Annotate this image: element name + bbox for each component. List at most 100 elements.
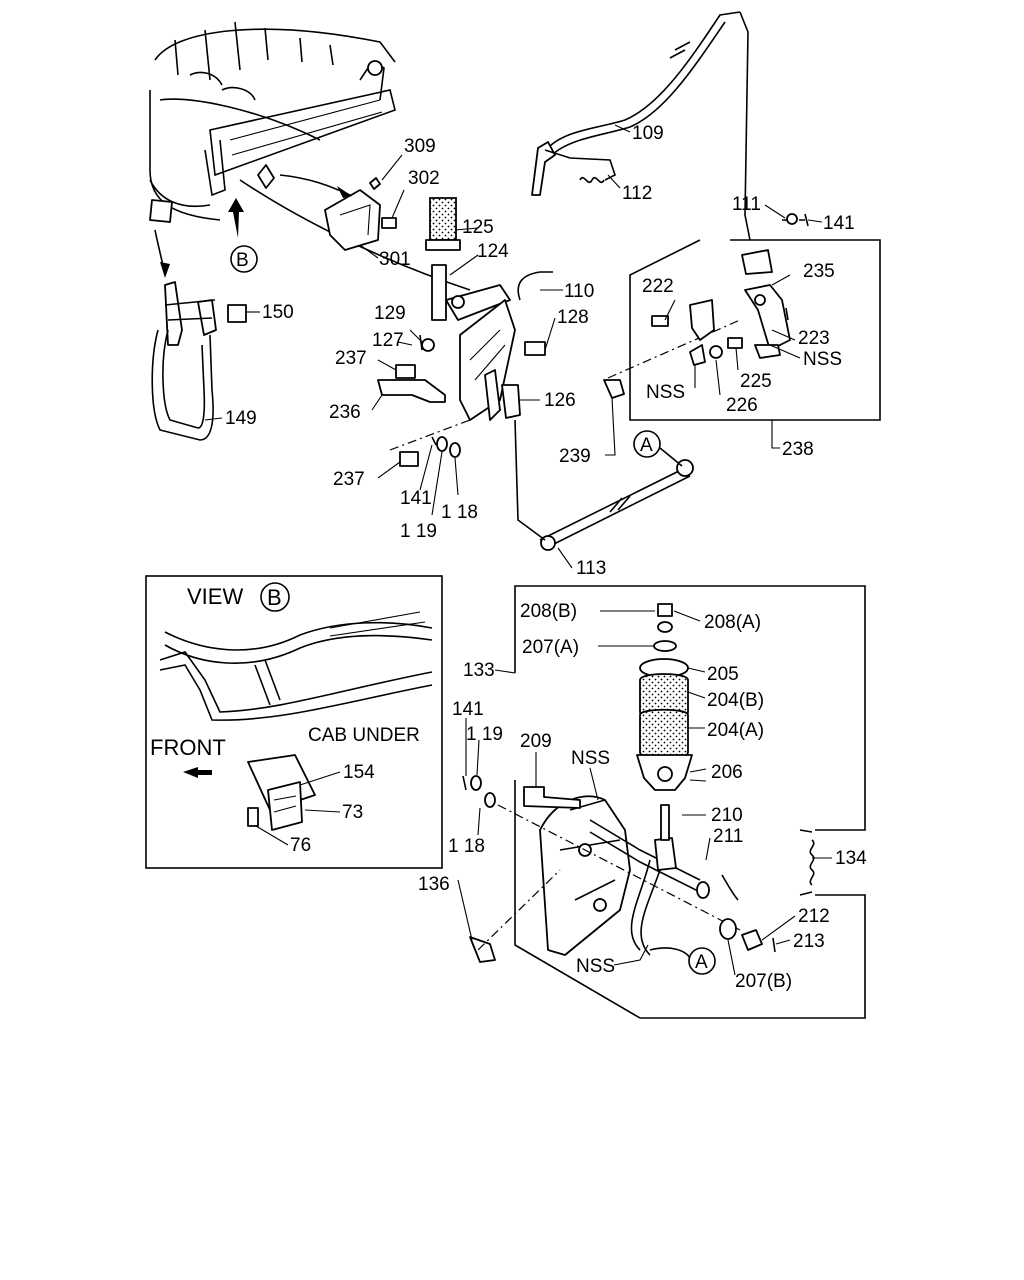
label-210: 210 — [711, 805, 743, 826]
bracket-235 — [741, 249, 791, 359]
label-301: 301 — [379, 249, 411, 270]
label-113: 113 — [576, 558, 606, 579]
label-206: 206 — [711, 762, 743, 783]
washer-207b — [719, 918, 737, 940]
axis-237 — [389, 419, 471, 451]
view-b-title: VIEW — [187, 584, 243, 609]
label-109: 109 — [632, 123, 664, 144]
label-207b: 207(B) — [735, 971, 792, 992]
label-73: 73 — [342, 802, 363, 823]
leader-a-top — [659, 447, 683, 467]
bolt-136 — [469, 936, 496, 963]
bracket-222 — [689, 299, 715, 341]
label-136: 136 — [418, 874, 450, 895]
spring-134 — [809, 839, 815, 886]
label-208b: 208(B) — [520, 601, 577, 622]
label-110: 110 — [564, 281, 594, 302]
label-204a: 204(A) — [707, 720, 764, 741]
label-124: 124 — [477, 241, 509, 262]
label-112: 112 — [622, 183, 652, 204]
label-225: 225 — [740, 371, 772, 392]
label-204b: 204(B) — [707, 690, 764, 711]
axis-136 — [477, 869, 561, 951]
label-209: 209 — [520, 731, 552, 752]
label-236: 236 — [329, 402, 361, 423]
spring-112-housing — [544, 149, 616, 181]
label-nss-bracket: NSS — [571, 748, 610, 769]
label-238: 238 — [782, 439, 814, 460]
callout-a-bottom: A — [695, 952, 708, 973]
nut-309 — [369, 177, 381, 190]
pin-141-left — [431, 436, 437, 446]
label-237-bottom: 237 — [333, 469, 365, 490]
label-nss-right: NSS — [803, 349, 842, 370]
label-141-top: 141 — [823, 213, 855, 234]
label-302: 302 — [408, 168, 440, 189]
bracket-assembly — [539, 795, 701, 956]
view-b-panel: VIEW B CAB UNDER FRONT 154 73 76 — [145, 575, 443, 869]
label-126: 126 — [544, 390, 576, 411]
label-239: 239 — [559, 446, 591, 467]
label-150: 150 — [262, 302, 294, 323]
washer-129 — [421, 338, 435, 352]
cab-illustration — [149, 21, 471, 291]
label-118-top: 1 18 — [441, 502, 478, 523]
leader-lines — [204, 124, 832, 976]
callout-a-bottom-ring — [688, 947, 716, 975]
label-134: 134 — [835, 848, 867, 869]
bolt-209 — [523, 786, 581, 809]
bracket-301 — [279, 174, 381, 251]
label-226: 226 — [726, 395, 758, 416]
callout-a-top: A — [640, 435, 653, 456]
label-208a: 208(A) — [704, 612, 761, 633]
callout-b: B — [236, 250, 249, 271]
bolt-222 — [651, 315, 669, 327]
washer-119-left — [436, 436, 448, 452]
callout-labels: 309 302 301 125 124 109 112 110 111 141 … — [225, 123, 867, 992]
label-141-left: 141 — [400, 488, 432, 509]
box-238 — [629, 239, 881, 421]
label-119-top: 1 19 — [400, 521, 437, 542]
bolt-302 — [381, 217, 397, 229]
lever-124 — [431, 264, 516, 421]
box-133 — [514, 585, 866, 1019]
pin-127 — [419, 334, 423, 351]
washer-119-lower — [470, 775, 482, 791]
label-235: 235 — [803, 261, 835, 282]
label-127: 127 — [372, 330, 404, 351]
nut-226 — [709, 345, 723, 359]
bracket-236 — [377, 364, 446, 403]
label-128: 128 — [557, 307, 589, 328]
label-118-bottom: 1 18 — [448, 836, 485, 857]
bolt-150 — [227, 304, 247, 323]
label-213: 213 — [793, 931, 825, 952]
label-309: 309 — [404, 136, 436, 157]
pin-141-lower — [462, 775, 467, 791]
pin-141 — [804, 213, 809, 227]
axis-209 — [497, 804, 741, 931]
label-nss-bottom: NSS — [576, 956, 615, 977]
washer-141 — [786, 213, 798, 225]
washer-210 — [696, 881, 710, 899]
spring-112 — [579, 176, 605, 184]
label-133: 133 — [463, 660, 495, 681]
label-129: 129 — [374, 303, 406, 324]
label-212: 212 — [798, 906, 830, 927]
label-141-bottom: 141 — [452, 699, 484, 720]
bolt-225 — [727, 337, 743, 349]
label-207a: 207(A) — [522, 637, 579, 658]
bolt-239 — [603, 379, 625, 399]
pin-213 — [772, 937, 776, 953]
label-237-top: 237 — [335, 348, 367, 369]
bolt-128 — [524, 341, 546, 356]
callout-a-top-ring — [633, 430, 661, 458]
label-205: 205 — [707, 664, 739, 685]
label-154: 154 — [343, 762, 375, 783]
label-76: 76 — [290, 835, 311, 856]
front-label: FRONT — [150, 735, 226, 760]
label-222: 222 — [642, 276, 674, 297]
label-211: 211 — [713, 826, 743, 847]
label-111: 111 — [732, 194, 761, 215]
